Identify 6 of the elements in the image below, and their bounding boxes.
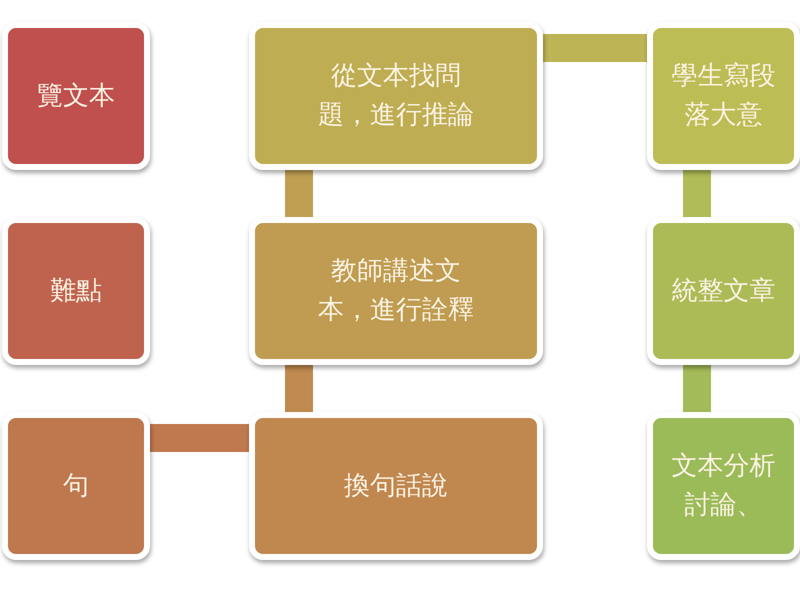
connector-bar <box>285 170 313 217</box>
connector-bar <box>543 34 647 62</box>
connector-bar <box>285 365 313 412</box>
connector-bar <box>683 170 711 217</box>
connector-bar <box>683 365 711 412</box>
connector-bar <box>150 424 249 452</box>
